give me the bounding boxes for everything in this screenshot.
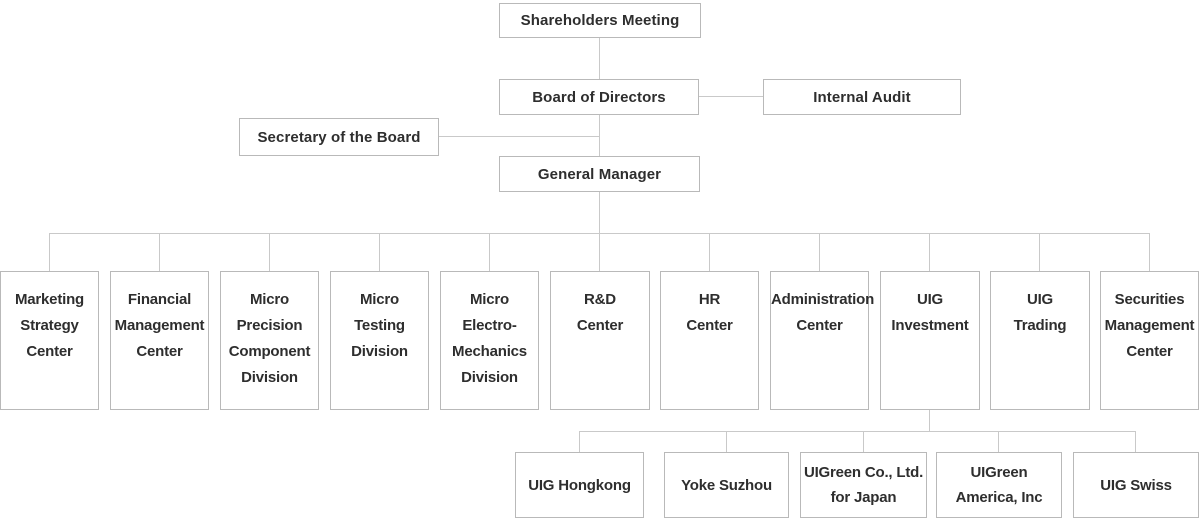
connector-subsidiary-trunk xyxy=(579,431,1136,432)
connector-dept-stub-4 xyxy=(379,233,380,271)
node-board-of-directors: Board of Directors xyxy=(499,79,699,115)
connector-secretary-branch xyxy=(439,136,600,137)
node-yoke-suzhou: Yoke Suzhou xyxy=(664,452,789,518)
connector-dept-stub-3 xyxy=(269,233,270,271)
connector-sub-stub-1 xyxy=(579,431,580,452)
node-securities-management-center: Securities Management Center xyxy=(1100,271,1199,410)
node-micro-testing-division: Micro Testing Division xyxy=(330,271,429,410)
node-micro-electro-mechanics-division: Micro Electro- Mechanics Division xyxy=(440,271,539,410)
node-uig-swiss: UIG Swiss xyxy=(1073,452,1199,518)
node-shareholders-meeting: Shareholders Meeting xyxy=(499,3,701,38)
node-rd-center: R&D Center xyxy=(550,271,650,410)
connector-dept-stub-11 xyxy=(1149,233,1150,271)
connector-investment-trunk xyxy=(929,410,930,431)
node-hr-center: HR Center xyxy=(660,271,759,410)
connector-dept-stub-7 xyxy=(709,233,710,271)
connector-shareholders-board xyxy=(599,38,600,79)
connector-gm-trunk xyxy=(599,192,600,233)
connector-sub-stub-4 xyxy=(998,431,999,452)
connector-sub-stub-2 xyxy=(726,431,727,452)
node-micro-precision-component-division: Micro Precision Component Division xyxy=(220,271,319,410)
connector-dept-stub-1 xyxy=(49,233,50,271)
connector-sub-stub-3 xyxy=(863,431,864,452)
connector-dept-stub-6 xyxy=(599,233,600,271)
node-uig-trading: UIG Trading xyxy=(990,271,1090,410)
node-uig-hongkong: UIG Hongkong xyxy=(515,452,644,518)
connector-board-audit xyxy=(699,96,763,97)
connector-dept-stub-5 xyxy=(489,233,490,271)
node-marketing-strategy-center: Marketing Strategy Center xyxy=(0,271,99,410)
connector-board-gm xyxy=(599,115,600,156)
node-financial-management-center: Financial Management Center xyxy=(110,271,209,410)
connector-dept-stub-9 xyxy=(929,233,930,271)
connector-dept-stub-2 xyxy=(159,233,160,271)
node-uigreen-america: UIGreen America, Inc xyxy=(936,452,1062,518)
node-uigreen-japan: UIGreen Co., Ltd. for Japan xyxy=(800,452,927,518)
connector-dept-stub-10 xyxy=(1039,233,1040,271)
node-general-manager: General Manager xyxy=(499,156,700,192)
node-administration-center: Administration Center xyxy=(770,271,874,410)
node-secretary-of-the-board: Secretary of the Board xyxy=(239,118,439,156)
connector-dept-stub-8 xyxy=(819,233,820,271)
node-internal-audit: Internal Audit xyxy=(763,79,961,115)
connector-sub-stub-5 xyxy=(1135,431,1136,452)
node-uig-investment: UIG Investment xyxy=(880,271,980,410)
